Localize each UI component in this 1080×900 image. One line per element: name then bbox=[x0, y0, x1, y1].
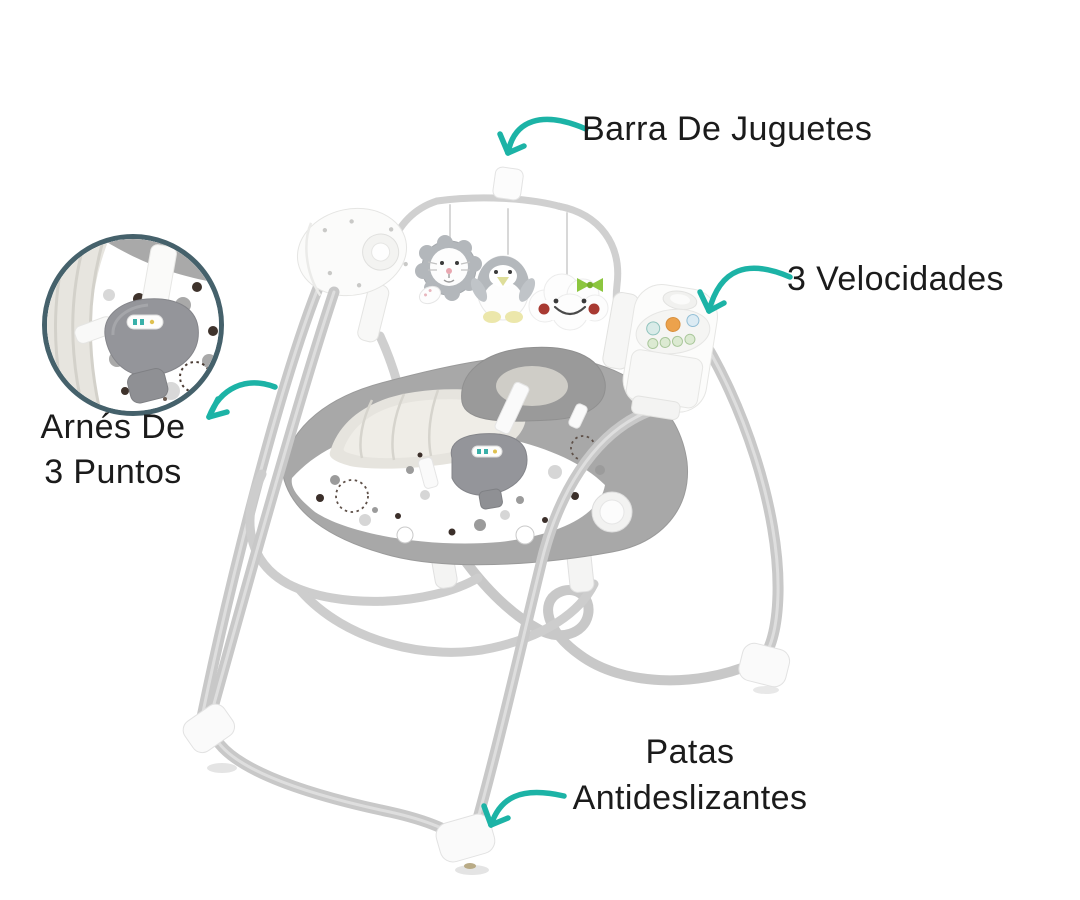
foot-shadow bbox=[207, 763, 237, 773]
harness-detail-inset bbox=[42, 234, 224, 416]
mobile-toy-cloud bbox=[528, 273, 609, 331]
harness-closeup-illustration bbox=[47, 239, 219, 411]
anti-slip-foot bbox=[435, 813, 496, 863]
control-panel bbox=[602, 284, 718, 421]
speed-buttons bbox=[646, 314, 700, 350]
seat bbox=[281, 346, 689, 566]
mobile-toy-lion bbox=[415, 235, 482, 305]
label-speeds: 3 Velocidades bbox=[787, 260, 1004, 298]
label-harness-line2: 3 Puntos bbox=[44, 453, 182, 491]
front-frame bbox=[203, 286, 784, 850]
label-harness-line1: Arnés De bbox=[40, 408, 186, 446]
foot-screw bbox=[464, 863, 476, 869]
seat-rocker bbox=[245, 469, 599, 657]
toy-bar-clip bbox=[492, 166, 524, 201]
label-feet-line2: Antideslizantes bbox=[572, 779, 808, 817]
foot-shadow bbox=[455, 865, 489, 875]
toy-bar bbox=[388, 166, 658, 357]
seat-recline-hub-center bbox=[599, 499, 625, 525]
anti-slip-feet bbox=[182, 642, 791, 875]
label-feet-line1: Patas bbox=[645, 733, 735, 771]
foot-shadow bbox=[753, 686, 779, 694]
harness-straps bbox=[418, 381, 588, 489]
label-harness: Arnés De 3 Puntos bbox=[13, 405, 213, 495]
harness-buckle bbox=[450, 433, 528, 510]
label-toy-bar: Barra De Juguetes bbox=[582, 110, 873, 148]
cloud-bow bbox=[577, 278, 603, 292]
motor-pod bbox=[296, 207, 408, 343]
label-anti-slip-feet: Patas Antideslizantes bbox=[540, 729, 840, 821]
inset-harness-buckle bbox=[104, 298, 199, 404]
anti-slip-foot bbox=[182, 703, 236, 754]
mobile-toy-penguin bbox=[470, 255, 536, 323]
anti-slip-foot bbox=[738, 642, 791, 688]
